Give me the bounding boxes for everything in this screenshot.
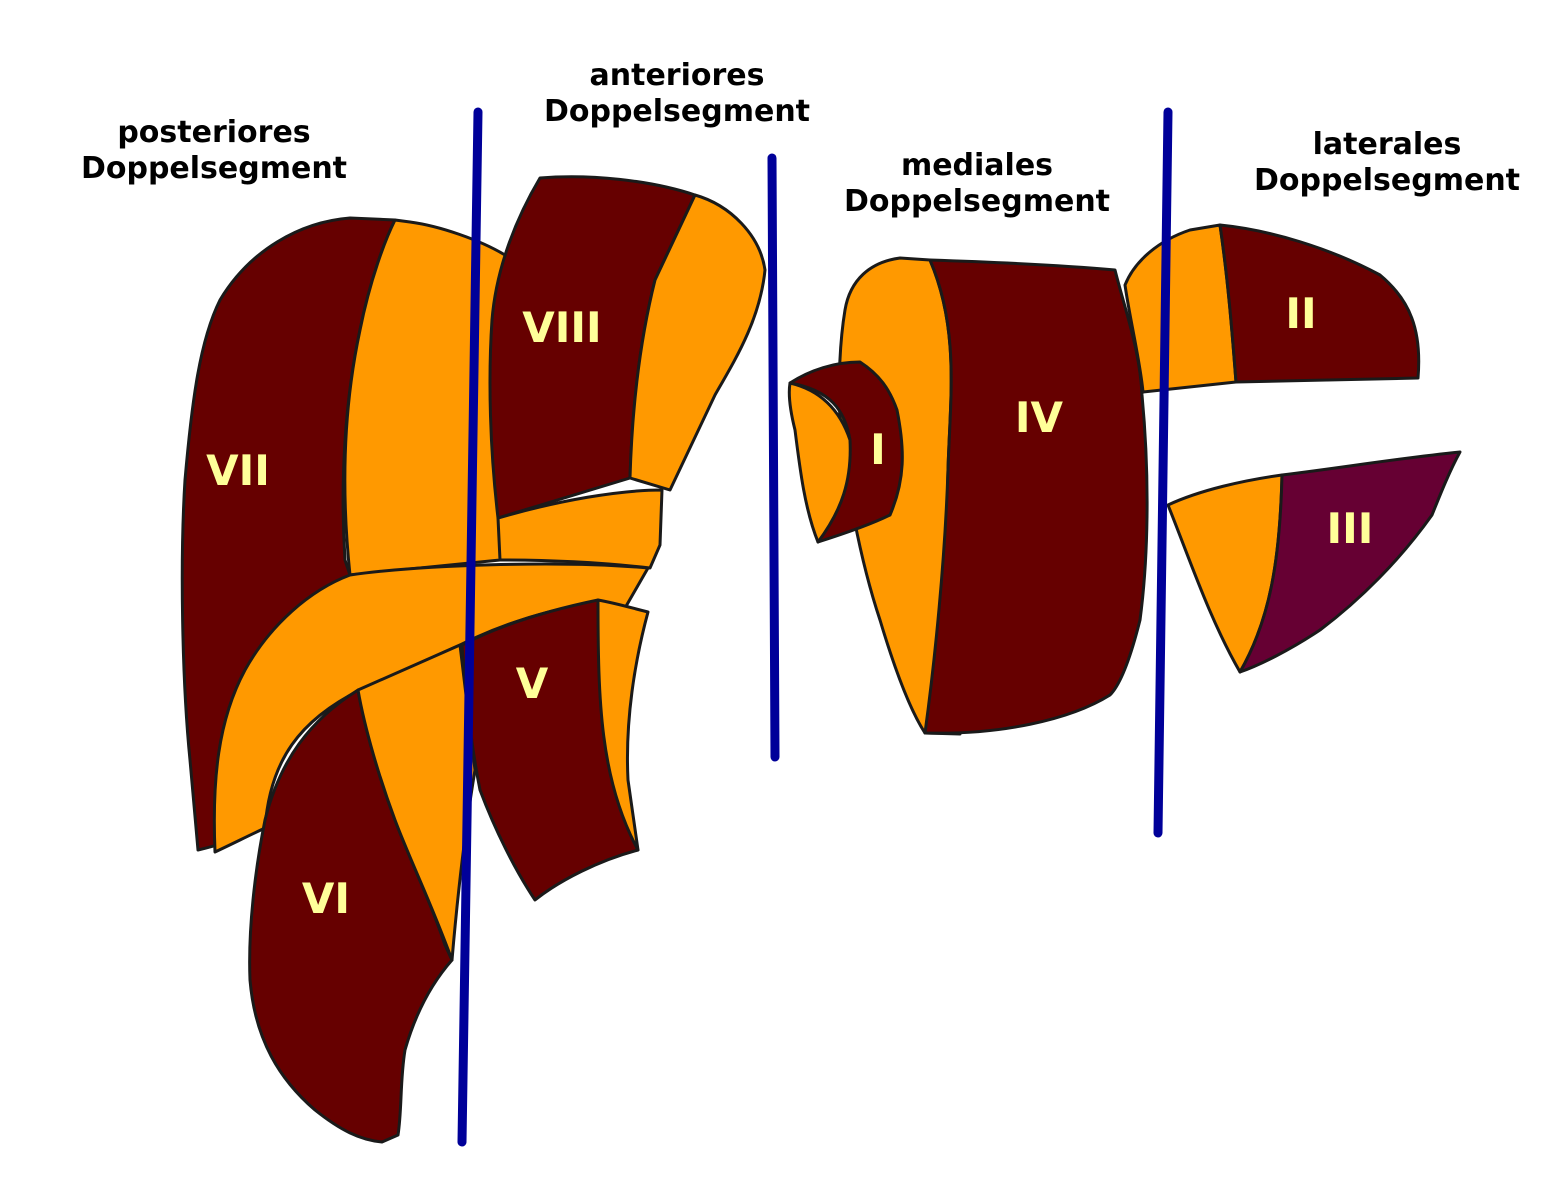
- heading-lateral: laterales Doppelsegment: [1237, 127, 1537, 199]
- heading-posterior-line2: Doppelsegment: [80, 151, 348, 186]
- anterior-middle-band: [496, 488, 664, 570]
- heading-posterior: posteriores Doppelsegment: [64, 115, 364, 187]
- segment-iii-shape: [1238, 450, 1462, 674]
- segment-label-v: V: [516, 659, 549, 708]
- heading-medial: mediales Doppelsegment: [827, 148, 1127, 220]
- segment-label-i: I: [870, 425, 886, 474]
- divider-line-right: [1153, 107, 1173, 838]
- segment-ii-light-zone: [1123, 223, 1238, 394]
- segment-label-iv: IV: [1015, 393, 1064, 442]
- heading-anterior-line2: Doppelsegment: [543, 94, 811, 129]
- divider-line-middle: [767, 153, 780, 762]
- segment-v-shape: [460, 598, 640, 902]
- segment-ii-shape: [1218, 223, 1421, 384]
- segment-label-vi: VI: [302, 874, 350, 923]
- segment-label-iii: III: [1327, 504, 1374, 553]
- heading-anterior-line1: anteriores: [589, 58, 765, 93]
- heading-lateral-line2: Doppelsegment: [1253, 163, 1521, 198]
- heading-medial-line2: Doppelsegment: [843, 184, 1111, 219]
- segment-i-light-zone: [787, 381, 852, 544]
- segment-v-light-zone: [596, 598, 650, 852]
- divider-line-left: [457, 107, 483, 1147]
- segment-iv-shape: [923, 258, 1149, 735]
- segment-label-viii: VIII: [522, 303, 601, 352]
- segment-label-vii: VII: [206, 446, 270, 495]
- segment-label-ii: II: [1285, 289, 1316, 338]
- segment-viii-light-zone: [628, 193, 767, 492]
- heading-posterior-line1: posteriores: [117, 115, 311, 150]
- heading-anterior: anteriores Doppelsegment: [527, 58, 827, 130]
- heading-medial-line1: mediales: [900, 148, 1054, 183]
- heading-lateral-line1: laterales: [1312, 127, 1462, 162]
- posterior-lower-band: [212, 562, 650, 854]
- segment-vii-light-zone: [343, 218, 507, 577]
